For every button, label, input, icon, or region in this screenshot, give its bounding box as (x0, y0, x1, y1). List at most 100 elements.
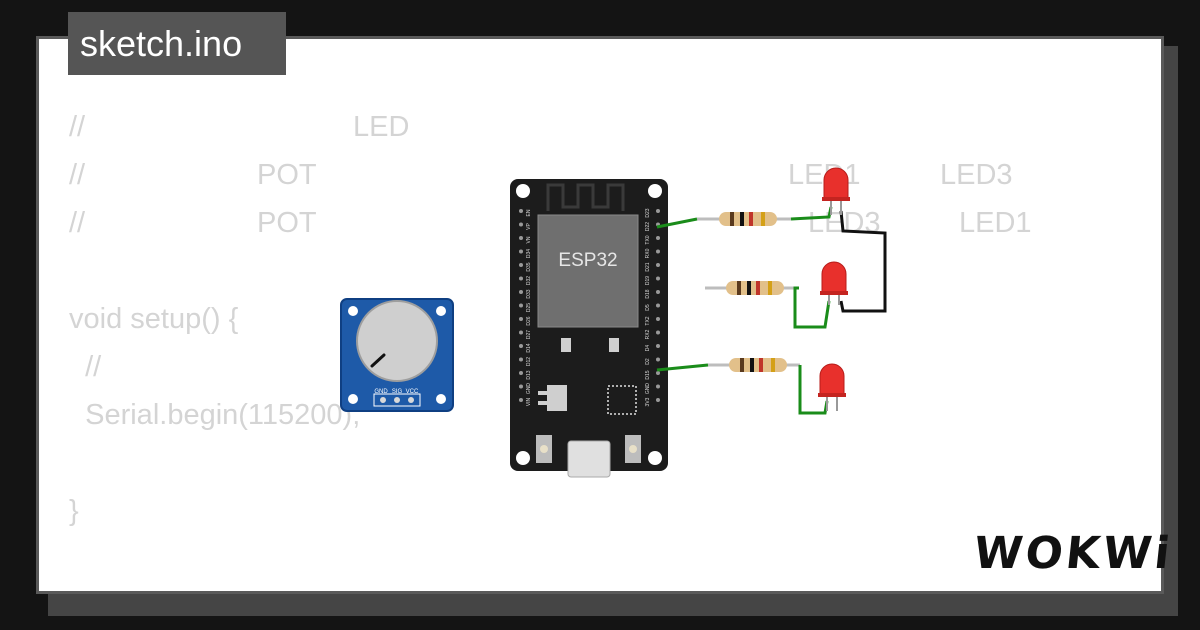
pin-pad[interactable] (656, 263, 660, 267)
pot-pin-label: GND (374, 389, 388, 395)
pin-pad[interactable] (519, 236, 523, 240)
pin-label: D32 (526, 276, 532, 285)
pin-pad[interactable] (519, 330, 523, 335)
button-cap-icon (629, 445, 637, 453)
resistor-band (730, 212, 734, 226)
pin-pad[interactable] (656, 317, 660, 321)
code-segment: // (69, 351, 102, 383)
pin-pad[interactable] (519, 317, 523, 321)
resistor-band (768, 281, 772, 295)
usb-chip (607, 385, 637, 415)
pin-pad[interactable] (519, 276, 523, 281)
pin-label: D27 (526, 330, 532, 339)
pin-label: D33 (526, 289, 532, 298)
resistor-band (771, 358, 775, 372)
pin-label: VIN (526, 397, 532, 406)
pin-label: RX0 (645, 248, 651, 258)
pin-label: D2 (645, 358, 651, 365)
code-segment: } (69, 495, 79, 527)
resistor-band (761, 212, 765, 226)
pin-label: GND (526, 383, 532, 395)
code-segment: Serial.begin(115200); (69, 399, 361, 431)
pin-pad[interactable] (656, 371, 660, 375)
pin-pad[interactable] (656, 236, 660, 240)
project-preview-card[interactable]: // LED // POT LED1 LED3 // POT LED3 LED1… (36, 36, 1164, 594)
code-segment: POT (257, 207, 317, 239)
regulator-pin (538, 401, 547, 405)
pin-pad[interactable] (656, 276, 660, 281)
pin-pad[interactable] (656, 303, 660, 308)
resistor-band (740, 212, 744, 226)
code-editor-background: // LED // POT LED1 LED3 // POT LED3 LED1… (69, 103, 1032, 591)
code-line: // POT LED3 LED1 (69, 199, 1032, 247)
pin-label: D14 (526, 343, 532, 352)
pin-pad[interactable] (656, 209, 660, 213)
resistor[interactable] (708, 358, 800, 372)
code-segment: LED3 (940, 159, 1013, 191)
pin-pad[interactable] (519, 222, 523, 227)
pin-pad[interactable] (519, 384, 523, 389)
resistor-band (740, 358, 744, 372)
pin-label: VN (526, 236, 532, 243)
pin-label: 3V3 (645, 397, 651, 406)
pin-pad[interactable] (519, 249, 523, 254)
circuit-diagram: GND SIG VCC ESP32 ENVPVND34D35D32D33D25D… (340, 167, 887, 478)
pot-pin[interactable] (380, 397, 386, 403)
esp32-board[interactable]: ESP32 ENVPVND34D35D32D33D25D26D27D14D12D… (510, 179, 668, 478)
led-rim (822, 197, 850, 201)
pin-pad[interactable] (519, 398, 523, 402)
pot-pin-label: SIG (392, 389, 403, 395)
led[interactable] (818, 363, 846, 411)
pin-label: VP (526, 223, 532, 230)
pot-pin[interactable] (408, 397, 414, 403)
led-body (823, 167, 849, 200)
wire[interactable] (790, 206, 833, 221)
code-segment: // (69, 207, 86, 239)
potentiometer-knob[interactable] (356, 300, 438, 382)
pin-pad[interactable] (656, 398, 660, 402)
pin-label: EN (526, 209, 532, 216)
antenna-trace-icon (546, 183, 625, 211)
code-segment: void setup() { (69, 303, 239, 335)
code-segment: // (69, 159, 86, 191)
pin-pad[interactable] (656, 384, 660, 389)
pin-label: D12 (526, 357, 532, 366)
pot-pin-header (373, 393, 421, 407)
pin-pad[interactable] (519, 357, 523, 362)
file-tab[interactable]: sketch.ino (68, 12, 286, 75)
pin-pad[interactable] (519, 209, 523, 213)
pin-pad[interactable] (656, 344, 660, 348)
code-line: // (69, 343, 117, 391)
code-line: Serial.begin(115200); (69, 391, 360, 439)
pin-pad[interactable] (519, 290, 523, 294)
resistor[interactable] (705, 281, 799, 295)
mount-hole-icon (436, 394, 446, 404)
pin-label: D34 (526, 249, 532, 258)
led-body (819, 363, 845, 396)
pin-pad[interactable] (519, 303, 523, 308)
led[interactable] (822, 167, 850, 215)
resistor-band (747, 281, 751, 295)
pin-pad[interactable] (656, 290, 660, 294)
pin-pad[interactable] (656, 330, 660, 335)
resistor-band (759, 358, 763, 372)
code-segment: POT (257, 159, 317, 191)
pin-label: D26 (526, 316, 532, 325)
wire[interactable] (656, 217, 698, 229)
led[interactable] (820, 261, 848, 305)
pin-pad[interactable] (519, 263, 523, 267)
pin-pad[interactable] (519, 344, 523, 348)
pin-pad[interactable] (519, 371, 523, 375)
wire[interactable] (656, 363, 709, 372)
smd-component (609, 338, 619, 352)
pin-pad[interactable] (656, 357, 660, 362)
usb-port (567, 440, 611, 478)
code-segment: // (69, 111, 86, 143)
wire[interactable] (839, 210, 887, 313)
pot-pin[interactable] (394, 397, 400, 403)
resistor[interactable] (697, 212, 791, 226)
pin-pad[interactable] (656, 249, 660, 254)
wire[interactable] (793, 286, 831, 329)
potentiometer[interactable]: GND SIG VCC (340, 298, 454, 412)
mount-hole-icon (348, 306, 358, 316)
